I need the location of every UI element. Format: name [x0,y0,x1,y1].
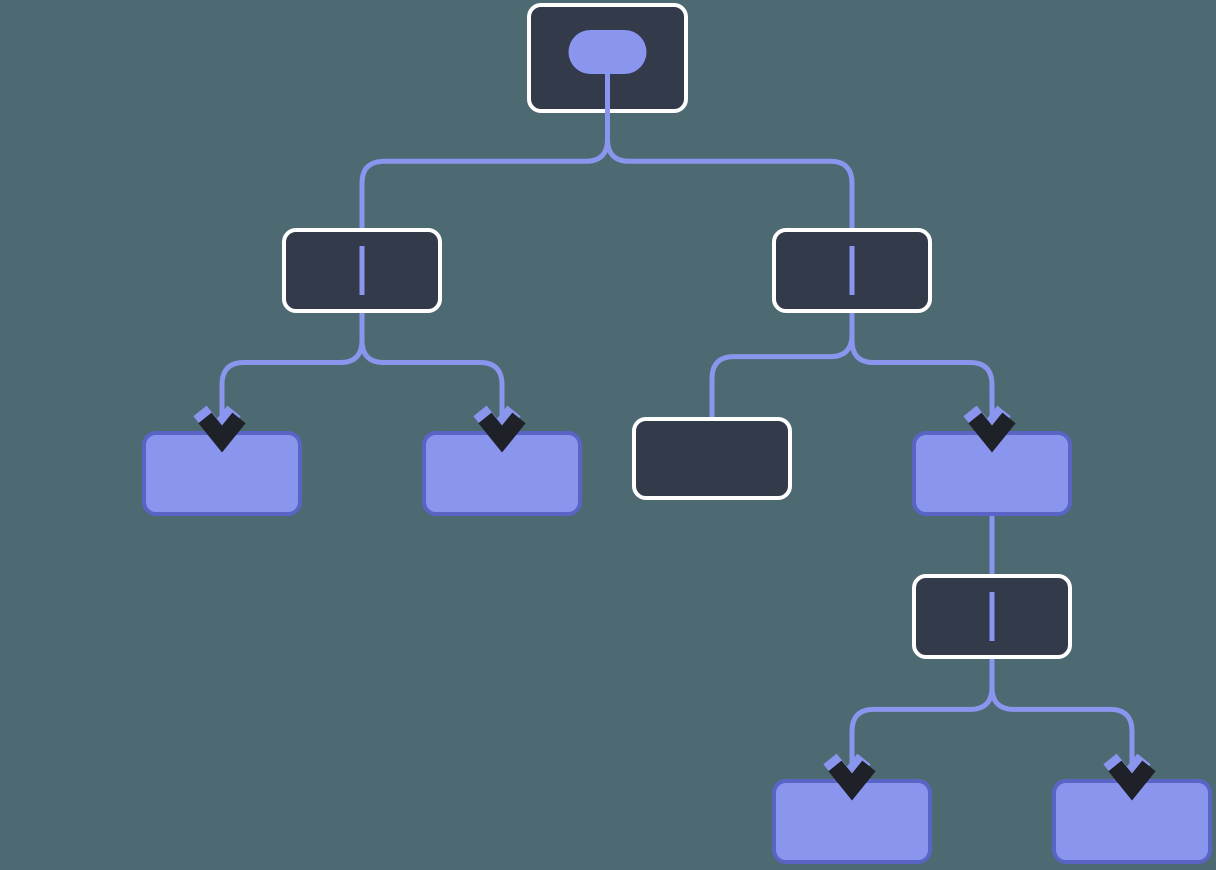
arrowhead-icon [828,760,876,801]
edge-left-branch-to-leaf-b[interactable] [359,313,505,431]
arrowhead-icon [968,412,1016,453]
edge-root-to-right-branch[interactable] [605,113,855,228]
branch-node-deep[interactable] [912,574,1072,659]
pin-head-icon [568,30,647,74]
node-body [632,417,792,500]
edge-deep-branch-to-leaf-b[interactable] [989,659,1135,779]
arrowhead-icon [1108,760,1156,801]
arrow-layer [193,405,1156,801]
edge-layer [219,113,1135,779]
terminal-node-dark[interactable] [632,417,792,500]
root-node[interactable] [527,3,688,113]
arrowhead-icon [478,412,526,453]
branch-node-left[interactable] [282,228,442,313]
edge-right-branch-to-accent[interactable] [849,313,995,431]
arrowhead-icon [198,412,246,453]
node-layer [142,3,1212,864]
branch-node-right[interactable] [772,228,932,313]
